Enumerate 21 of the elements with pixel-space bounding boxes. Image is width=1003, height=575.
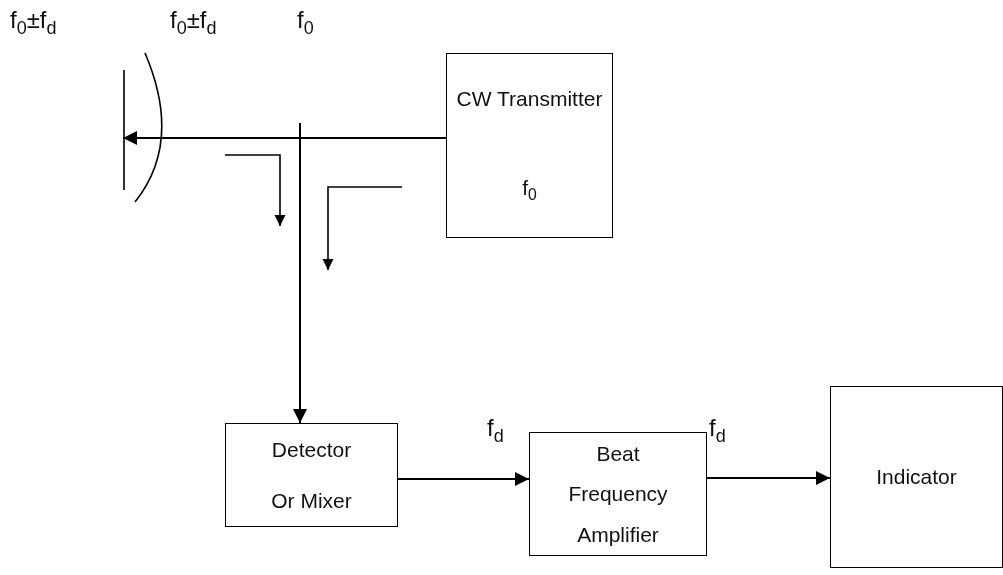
box-label: Amplifier xyxy=(577,523,659,547)
box-label: Indicator xyxy=(876,465,957,489)
arrow xyxy=(293,122,307,424)
process-box xyxy=(225,423,398,527)
edge-label: f$_{d}$ xyxy=(487,414,504,447)
box-label: Beat xyxy=(596,441,640,465)
box-label: f$_{0}$ xyxy=(522,176,537,204)
arrow xyxy=(706,471,831,485)
process-box xyxy=(529,432,707,556)
arrow xyxy=(122,131,447,145)
box-label: Frequency xyxy=(568,482,668,506)
frequency-label: f$_{0}$ xyxy=(297,6,314,39)
transmitter-box xyxy=(446,53,613,238)
box-label: Or Mixer xyxy=(271,488,352,513)
box-label: CW Transmitter xyxy=(456,87,603,111)
edge-label: f$_{d}$ xyxy=(709,414,726,447)
frequency-label: f$_{0}$±f$_{d}$ xyxy=(10,6,57,39)
frequency-label: f$_{0}$±f$_{d}$ xyxy=(170,6,217,39)
box-label: Detector xyxy=(271,437,352,462)
arrow xyxy=(397,472,530,486)
process-box xyxy=(830,386,1003,568)
